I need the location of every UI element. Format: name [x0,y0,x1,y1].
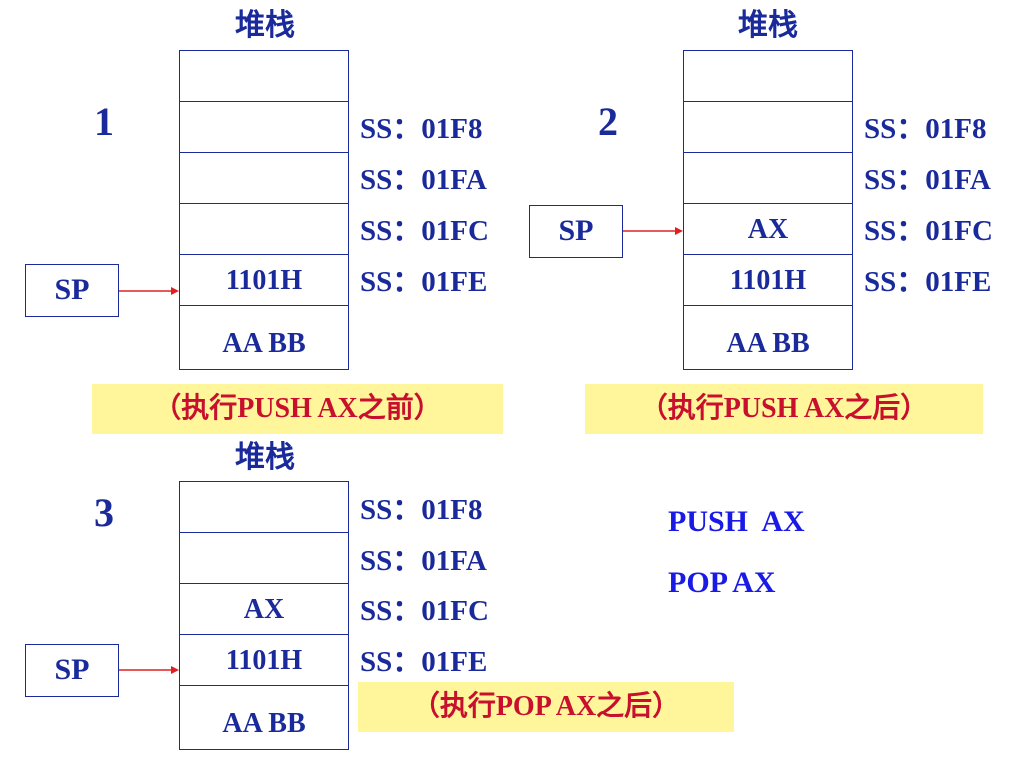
stack-cell: AA BB [222,328,306,359]
stack-cell: AX [684,204,852,255]
step-number: 3 [94,490,114,535]
stack-cell: AA BB [222,708,306,739]
stack-cell [180,102,348,153]
stack-memory: AX 1101H AA BB [179,481,349,750]
address-label: SS：01FA [360,164,487,196]
stack-cell [180,51,348,102]
sp-pointer-arrow [623,227,683,235]
stack-cell [684,51,852,102]
address-label: SS：01FA [360,545,487,577]
stack-title: 堆栈 [235,441,295,474]
address-label: SS：01F8 [360,113,483,145]
step-number: 1 [94,99,114,144]
address-label: SS：01F8 [360,494,483,526]
instruction-push: PUSH AX [668,505,805,538]
stack-cell [180,153,348,204]
sp-pointer-arrow [119,666,179,674]
stack-cell: AA BB [726,328,810,359]
address-label: SS：01FE [864,266,992,298]
stack-cell [684,153,852,204]
sp-register-box: SP [529,205,623,258]
address-label: SS：01FC [360,595,489,627]
stack-title: 堆栈 [235,9,295,42]
address-label: SS：01FC [360,215,489,247]
stack-cell: AX [180,584,348,635]
stack-cell [180,482,348,533]
sp-register-box: SP [25,644,119,697]
stack-memory: AX 1101H AA BB [683,50,853,370]
caption: （执行PUSH AX之后） [585,384,983,434]
address-label: SS：01FE [360,646,488,678]
stack-cell: 1101H [684,255,852,306]
address-label: SS：01F8 [864,113,987,145]
address-label: SS：01FA [864,164,991,196]
instruction-pop: POP AX [668,566,776,599]
stack-cell: 1101H [180,255,348,306]
stack-memory: 1101H AA BB [179,50,349,370]
caption: （执行POP AX之后） [358,682,734,732]
step-number: 2 [598,99,618,144]
sp-register-box: SP [25,264,119,317]
address-label: SS：01FC [864,215,993,247]
stack-cell [180,533,348,584]
stack-cell: 1101H [180,635,348,686]
stack-cell [180,204,348,255]
stack-cell [684,102,852,153]
sp-pointer-arrow [119,287,179,295]
stack-title: 堆栈 [738,9,798,42]
address-label: SS：01FE [360,266,488,298]
caption: （执行PUSH AX之前） [92,384,503,434]
